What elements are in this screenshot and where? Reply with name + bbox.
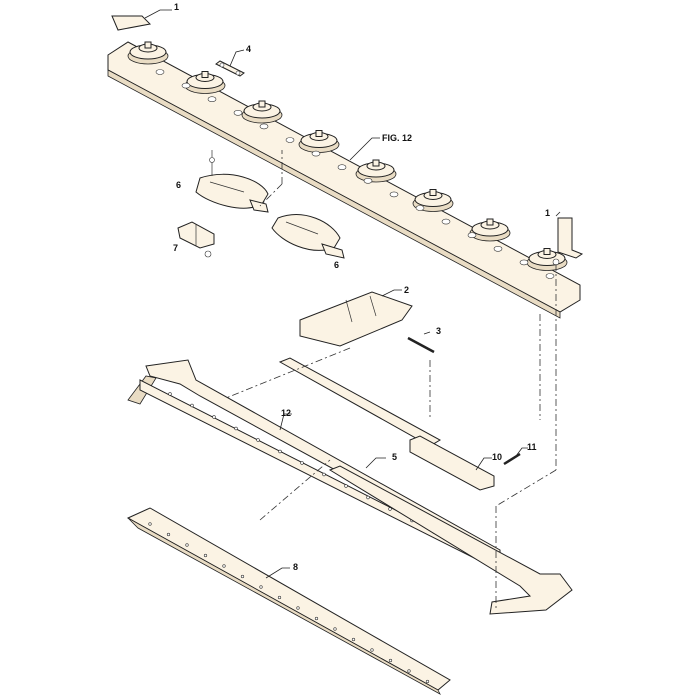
strip-hole xyxy=(296,606,300,610)
strip-hole xyxy=(277,595,282,600)
strip-hole xyxy=(333,627,337,631)
part-6-skid-shoe-right xyxy=(271,214,345,259)
disc-hub xyxy=(127,41,169,65)
disc-hub xyxy=(241,100,283,124)
disc-hub xyxy=(469,218,511,242)
part-2-cover-plate xyxy=(299,289,413,347)
callout-2: 2 xyxy=(404,285,409,295)
guard-hole xyxy=(234,426,238,431)
guard-hole xyxy=(256,438,260,442)
disc-hub xyxy=(355,159,397,183)
part-7-clamp xyxy=(177,221,215,258)
strip-hole xyxy=(148,522,152,526)
part-5-knife-bar xyxy=(278,357,573,615)
part-8-wear-strip xyxy=(126,507,451,695)
part-4-link xyxy=(215,49,245,77)
mount-hole xyxy=(389,191,399,198)
strip-hole xyxy=(222,564,226,568)
part-3-pin xyxy=(407,331,435,354)
disc-hub xyxy=(412,189,454,212)
guard-hole xyxy=(278,449,282,454)
callout-4: 4 xyxy=(246,44,251,54)
mount-hole xyxy=(259,123,269,130)
callout-6-right: 6 xyxy=(334,260,339,270)
mount-hole xyxy=(233,110,243,116)
mount-hole xyxy=(493,246,503,252)
callout-12: 12 xyxy=(281,408,291,418)
guard-hole xyxy=(212,415,216,419)
disc-hub xyxy=(184,71,226,94)
callout-6-left: 6 xyxy=(176,180,181,190)
guard-hole xyxy=(190,403,194,408)
mount-hole xyxy=(545,273,555,279)
callout-8: 8 xyxy=(293,562,298,572)
strip-hole xyxy=(166,532,171,537)
strip-hole xyxy=(425,679,430,684)
assembly-phantom-lines xyxy=(225,150,557,610)
callout-5: 5 xyxy=(392,452,397,462)
mount-hole xyxy=(155,69,165,75)
strip-hole xyxy=(370,648,374,652)
guard-hole xyxy=(366,495,370,500)
guard-hole xyxy=(388,507,392,511)
mount-hole xyxy=(311,150,321,157)
guard-hole xyxy=(344,484,348,488)
callout-1-top: 1 xyxy=(174,2,179,12)
mount-hole xyxy=(181,82,191,89)
mount-hole xyxy=(441,218,451,225)
wear-strip-holes xyxy=(148,522,430,684)
part-11-bolt xyxy=(503,447,528,466)
strip-hole xyxy=(388,658,393,663)
callout-7: 7 xyxy=(173,243,178,253)
disc-hub xyxy=(298,130,340,153)
strip-hole xyxy=(351,637,356,642)
guard-hole xyxy=(300,461,304,465)
mount-hole xyxy=(467,232,477,238)
strip-hole xyxy=(407,669,411,673)
part-6-skid-shoe-left xyxy=(195,150,269,213)
cutter-bar-assembly xyxy=(107,41,581,319)
strip-hole xyxy=(240,574,245,579)
mount-hole xyxy=(415,205,425,211)
guard-bar-holes xyxy=(168,392,458,546)
mount-hole xyxy=(285,137,295,143)
fig-12-leader xyxy=(349,137,380,161)
part-10-angle-bracket xyxy=(409,435,495,491)
guard-hole xyxy=(168,392,172,396)
callout-11: 11 xyxy=(527,442,537,452)
part-1-end-plate-left xyxy=(111,9,172,31)
mount-hole xyxy=(337,164,347,170)
strip-hole xyxy=(185,543,189,547)
mount-hole xyxy=(363,178,373,184)
bar-mount-holes xyxy=(155,69,555,279)
mount-hole xyxy=(207,96,217,102)
callout-3: 3 xyxy=(436,326,441,336)
strip-hole xyxy=(259,585,263,589)
fig-12-label: FIG. 12 xyxy=(382,133,412,143)
callout-1-right: 1 xyxy=(545,208,550,218)
callout-10: 10 xyxy=(492,452,502,462)
part-1-end-plate-right xyxy=(552,211,584,266)
strip-hole xyxy=(203,553,208,558)
mount-hole xyxy=(519,259,529,266)
strip-hole xyxy=(314,616,319,621)
cutting-discs xyxy=(127,41,568,271)
guard-hole xyxy=(322,472,326,477)
